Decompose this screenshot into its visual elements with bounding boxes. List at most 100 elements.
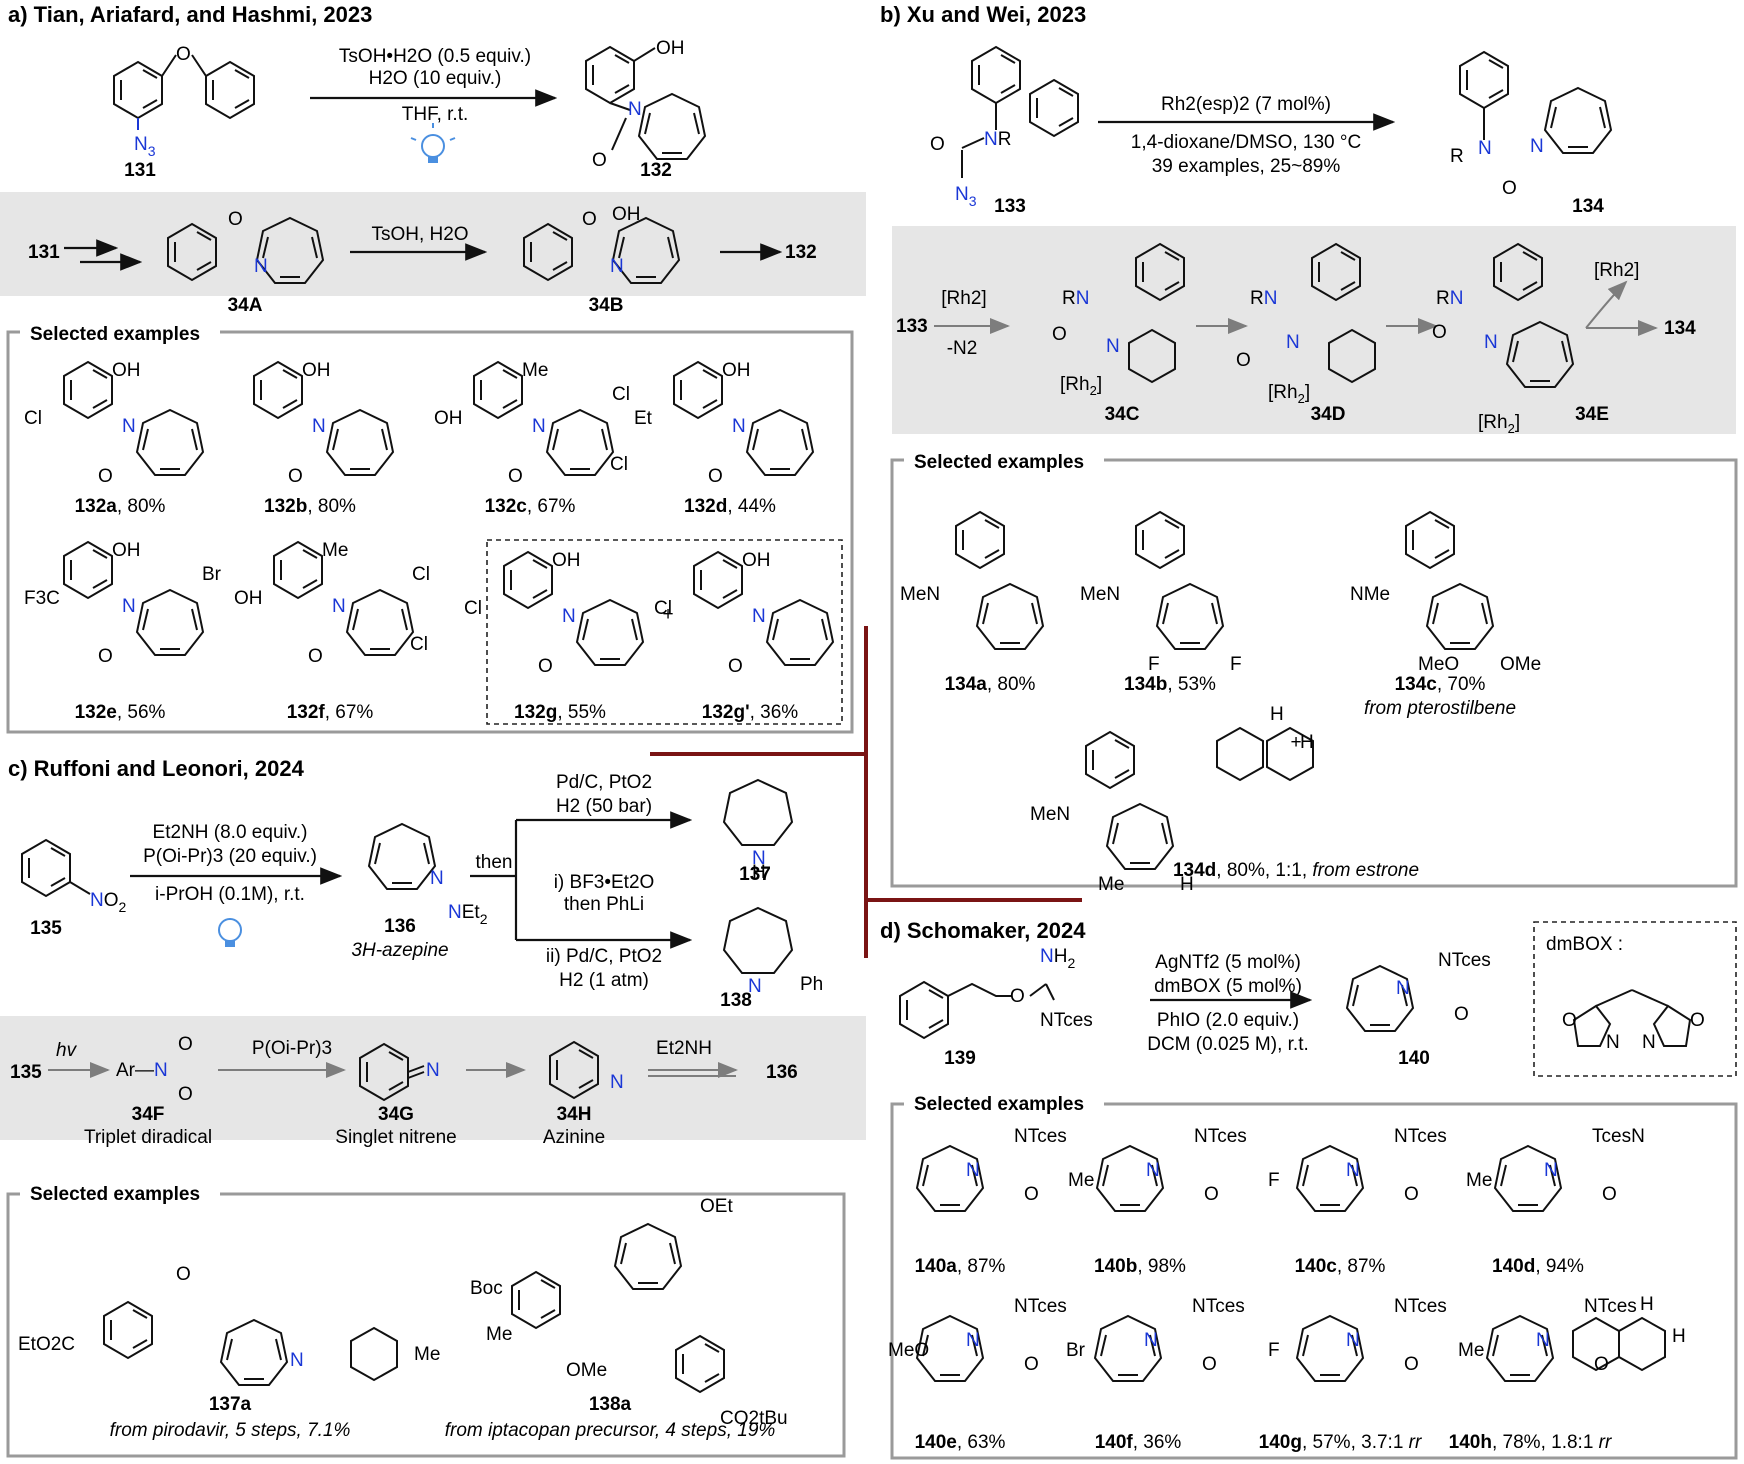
- panel-d-title: d) Schomaker, 2024: [880, 918, 1086, 943]
- label-34A: 34A: [228, 295, 263, 316]
- structure-138: N Ph: [722, 906, 823, 997]
- carbonyl-o: O: [538, 656, 553, 677]
- cond-c-5: H2 (50 bar): [556, 796, 652, 817]
- svg-text:N: N: [254, 256, 268, 277]
- sub-134b-1: F: [1148, 654, 1160, 675]
- ring-n: N: [1144, 1330, 1158, 1351]
- svg-text:Ar—N: Ar—N: [116, 1060, 168, 1081]
- svg-text:N3: N3: [134, 134, 156, 159]
- label-138: 138: [720, 990, 752, 1011]
- caption-132a: 132a, 80%: [75, 496, 166, 517]
- sub-132c-1: OH: [434, 408, 463, 429]
- sub-132c-2: Cl: [612, 384, 630, 405]
- ring-n: N: [532, 416, 546, 437]
- note-137a: from pirodavir, 5 steps, 7.1%: [110, 1420, 351, 1441]
- panel-d: d) Schomaker, 2024 O NH2 NTces 139 AgNTf…: [880, 918, 1738, 1460]
- sub-140b-0: NTces: [1194, 1126, 1247, 1147]
- cond-b-3: 39 examples, 25~89%: [1152, 156, 1341, 177]
- svg-text:O: O: [178, 1084, 193, 1105]
- structure-140: N NTces O: [1346, 950, 1491, 1032]
- svg-text:RN: RN: [1436, 288, 1463, 309]
- ring-o: O: [1024, 1354, 1039, 1375]
- structure-34A: O N: [167, 209, 324, 284]
- sub-134b-0: MeN: [1080, 584, 1120, 605]
- sub-140e-0: NTces: [1014, 1296, 1067, 1317]
- panel-a-title: a) Tian, Ariafard, and Hashmi, 2023: [8, 2, 372, 27]
- carbonyl-o: O: [98, 646, 113, 667]
- label-140: 140: [1398, 1048, 1430, 1069]
- caption-140e: 140e, 63%: [915, 1432, 1006, 1453]
- ring-o: O: [1404, 1184, 1419, 1205]
- cond-d-2: dmBOX (5 mol%): [1154, 976, 1302, 997]
- svg-text:OH: OH: [612, 204, 641, 225]
- svg-text:RN: RN: [1250, 288, 1277, 309]
- svg-text:H: H: [752, 862, 766, 883]
- carbonyl-o: O: [98, 466, 113, 487]
- cond-c-3: i-PrOH (0.1M), r.t.: [155, 884, 305, 905]
- panel-b-title: b) Xu and Wei, 2023: [880, 2, 1086, 27]
- mech-b-134: 134: [1664, 318, 1696, 339]
- sub-140h-0: NTces: [1584, 1296, 1637, 1317]
- sub-132f-2: Cl: [412, 564, 430, 585]
- examples-a-title: Selected examples: [30, 324, 200, 345]
- mech-c-136: 136: [766, 1062, 798, 1083]
- cond-d-1: AgNTf2 (5 mol%): [1155, 952, 1301, 973]
- ring-n: N: [312, 416, 326, 437]
- sub-134d-0: MeN: [1030, 804, 1070, 825]
- sub-140h-2: H: [1640, 1294, 1654, 1315]
- sub-134d-1: Me: [1098, 874, 1124, 895]
- label-34C: 34C: [1105, 404, 1140, 425]
- sub-134a-0: MeN: [900, 584, 940, 605]
- ring-n: N: [122, 416, 136, 437]
- panel-b: b) Xu and Wei, 2023 NR O N3 133 Rh2(esp)…: [880, 2, 1738, 895]
- carbonyl-o: O: [508, 466, 523, 487]
- cond-mech-a: TsOH, H2O: [371, 224, 468, 245]
- sub-132g-1: Cl: [464, 598, 482, 619]
- sub-132c-3: Cl: [610, 454, 628, 475]
- label-34H: 34H: [557, 1104, 592, 1125]
- label-133: 133: [994, 196, 1026, 217]
- examples-box-a: [6, 330, 854, 734]
- mech-a-131: 131: [28, 242, 60, 263]
- ring-n: N: [1146, 1160, 1160, 1181]
- caption-138a: 138a: [589, 1394, 632, 1415]
- ring-n: N: [1346, 1330, 1360, 1351]
- structure-135: NO2: [21, 839, 127, 915]
- label-34E: 34E: [1575, 404, 1609, 425]
- ring-n: N: [562, 606, 576, 627]
- examples-d-title: Selected examples: [914, 1094, 1084, 1115]
- sub-132a-0: OH: [112, 360, 141, 381]
- sub-140a-0: NTces: [1014, 1126, 1067, 1147]
- svg-text:RN: RN: [1062, 288, 1089, 309]
- mech-c-p: P(Oi-Pr)3: [252, 1038, 332, 1059]
- sub-132d-1: Et: [634, 408, 653, 429]
- svg-text:O: O: [1236, 350, 1251, 371]
- mech-b-n2: -N2: [947, 338, 978, 359]
- carbonyl-o: O: [708, 466, 723, 487]
- label-135: 135: [30, 918, 62, 939]
- svg-text:N: N: [1530, 136, 1544, 157]
- examples-box-c: [6, 1192, 846, 1458]
- sub-132f-3: Cl: [410, 634, 428, 655]
- svg-text:OH: OH: [656, 38, 685, 59]
- panel-a: a) Tian, Ariafard, and Hashmi, 2023 O N3…: [0, 2, 866, 734]
- mechanism-box-b: [892, 226, 1736, 434]
- sub-132c-0: Me: [522, 360, 548, 381]
- svg-text:NR: NR: [984, 129, 1011, 150]
- cond-c-4: Pd/C, PtO2: [556, 772, 652, 793]
- examples-box-d: [890, 1102, 1738, 1460]
- cond-d-4: DCM (0.025 M), r.t.: [1147, 1034, 1309, 1055]
- ring-n: N: [966, 1330, 980, 1351]
- svg-text:NTces: NTces: [1438, 950, 1491, 971]
- svg-text:O: O: [1454, 1004, 1469, 1025]
- caption-140d: 140d, 94%: [1492, 1256, 1584, 1277]
